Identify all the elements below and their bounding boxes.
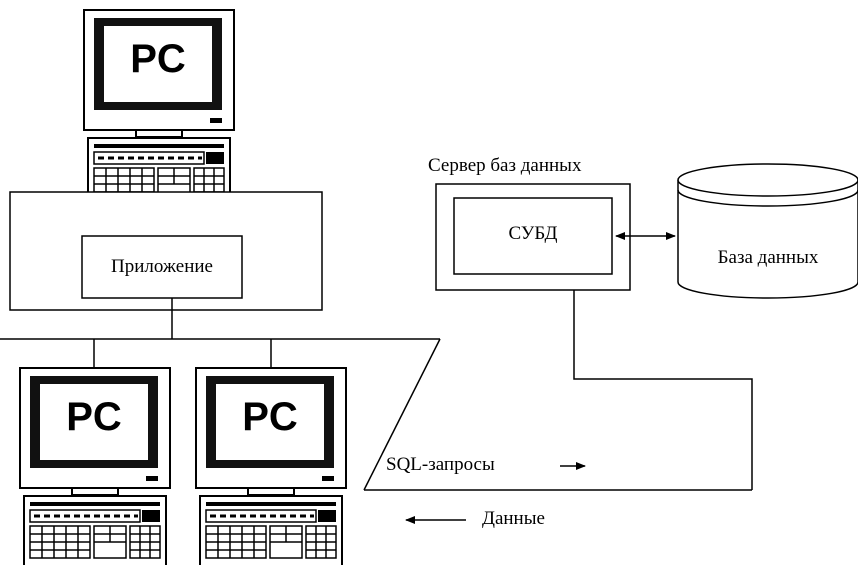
server-network-line — [573, 290, 753, 490]
dbms-label: СУБД — [508, 223, 558, 244]
sql-queries-label: SQL-запросы — [386, 454, 495, 475]
pc-label: PC — [130, 37, 186, 81]
network-bus-slant — [363, 338, 441, 491]
application-label: Приложение — [111, 256, 213, 277]
server-title: Сервер баз данных — [428, 155, 582, 176]
pc-label: PC — [66, 395, 122, 439]
dbms-box — [453, 197, 613, 275]
database-cylinder — [677, 163, 858, 299]
database-label: База данных — [717, 247, 819, 268]
pc-label: PC — [242, 395, 298, 439]
application-box — [81, 235, 243, 299]
data-label: Данные — [482, 508, 545, 529]
